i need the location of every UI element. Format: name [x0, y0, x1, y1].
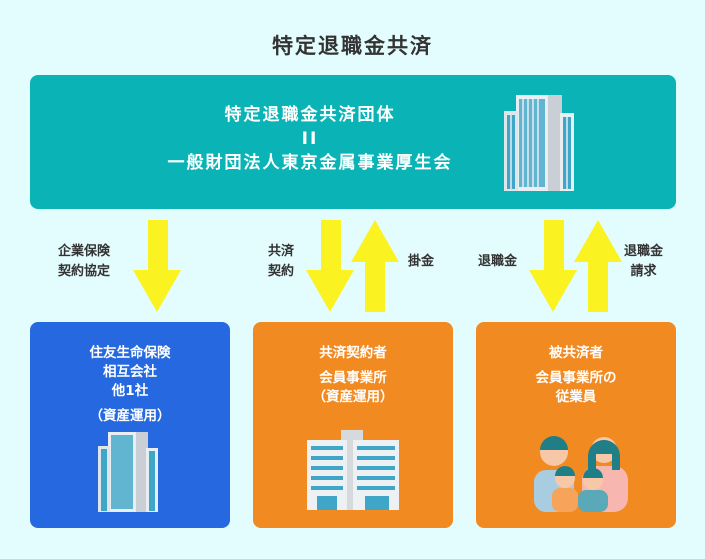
insured-box: 被共済者 会員事業所の 従業員: [476, 322, 676, 528]
arrow-up-right: [574, 220, 622, 312]
box-title: 共済契約者: [319, 345, 387, 361]
label-line: 請求: [630, 264, 657, 279]
box-line: （資産運用）: [312, 389, 394, 405]
org-line2: II: [301, 129, 319, 149]
box-line: 住友生命保険: [89, 345, 171, 361]
box-line: 他1社: [111, 383, 149, 399]
label-line: 退職金: [624, 244, 664, 259]
insurer-box: 住友生命保険 相互会社 他1社 （資産運用）: [30, 322, 230, 528]
family-icon: [534, 436, 628, 512]
page-title: 特定退職金共済: [272, 34, 433, 58]
label-line: 契約: [268, 264, 295, 279]
label-premium: 掛金: [408, 254, 435, 269]
org-line3: 一般財団法人東京金属事業厚生会: [167, 153, 453, 173]
label-line: 企業保険: [58, 244, 111, 259]
box-line: 会員事業所の: [535, 370, 617, 386]
arrow-down-left: [133, 220, 181, 312]
label-line: 契約協定: [58, 264, 111, 279]
box-line: 従業員: [555, 389, 597, 405]
org-line1: 特定退職金共済団体: [224, 105, 396, 125]
building-icon: [98, 432, 158, 512]
arrow-up-middle: [351, 220, 399, 312]
box-line: （資産運用）: [89, 408, 171, 424]
arrow-down-middle: [306, 220, 354, 312]
label-insurance-agreement: 企業保険契約協定: [58, 242, 110, 282]
arrow-down-right: [529, 220, 577, 312]
box-line: 会員事業所: [319, 370, 387, 386]
contractor-box: 共済契約者 会員事業所 （資産運用）: [253, 322, 453, 528]
label-line: 共済: [268, 244, 295, 259]
organization-box: 特定退職金共済団体 II 一般財団法人東京金属事業厚生会: [30, 75, 676, 209]
label-contract: 共済契約: [268, 242, 294, 282]
label-retirement-pay: 退職金: [478, 254, 518, 269]
box-title: 被共済者: [549, 345, 603, 361]
building-icon: [504, 95, 574, 191]
label-claim: 退職金請求: [624, 242, 663, 282]
box-line: 相互会社: [103, 364, 157, 380]
office-building-icon: [307, 430, 399, 510]
